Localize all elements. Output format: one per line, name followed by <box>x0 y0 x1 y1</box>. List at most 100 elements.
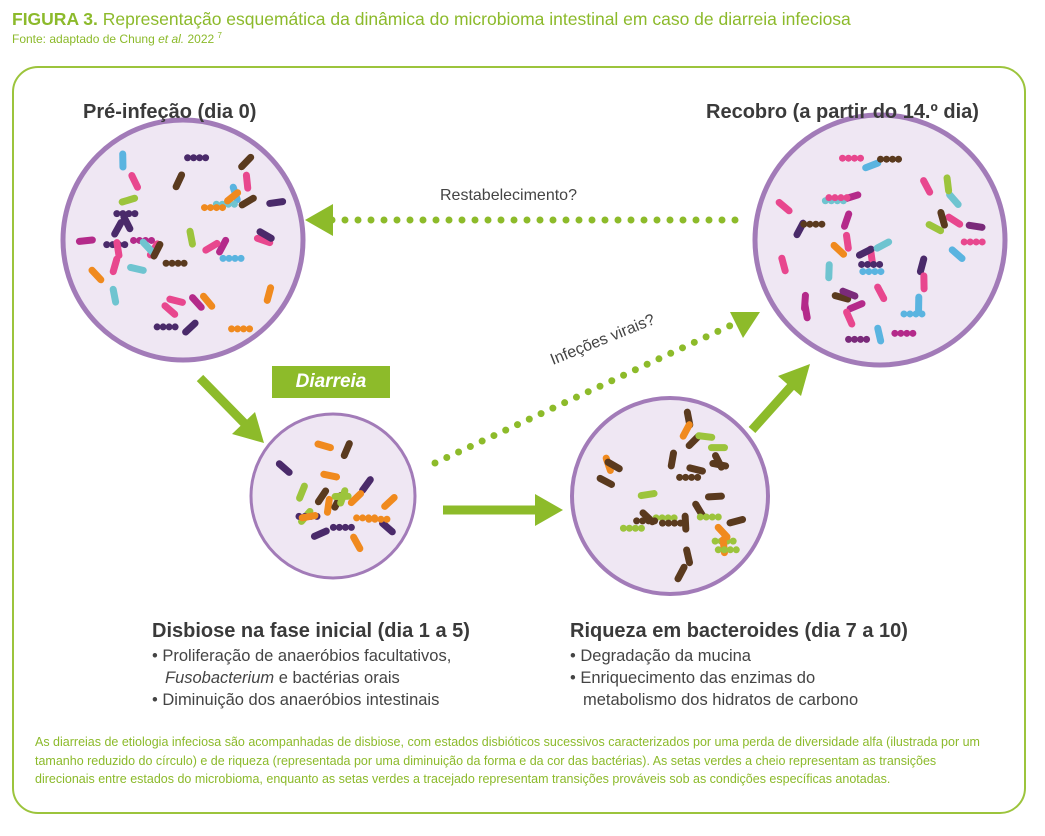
coccus-bacterium <box>900 310 908 318</box>
rod-bacterium <box>874 324 885 345</box>
coccus-bacterium <box>341 523 349 531</box>
rod-bacterium <box>298 512 319 522</box>
coccus-bacterium <box>676 519 684 527</box>
figure-label: FIGURA 3. <box>12 9 98 29</box>
coccus-bacterium <box>113 210 121 218</box>
coccus-bacterium <box>845 154 853 162</box>
figure-source: Fonte: adaptado de Chung et al. 2022 7 <box>12 31 222 46</box>
coccus-bacterium <box>184 154 192 162</box>
coccus-bacterium <box>159 323 167 331</box>
rod-bacterium <box>707 444 728 452</box>
coccus-bacterium <box>103 241 111 249</box>
pre-infection-circle <box>60 117 306 363</box>
rod-bacterium <box>128 172 142 191</box>
rod-bacterium <box>674 563 688 583</box>
coccus-bacterium <box>335 523 343 531</box>
coccus-bacterium <box>637 524 645 532</box>
rod-bacterium <box>948 246 966 262</box>
coccus-bacterium <box>978 238 986 246</box>
coccus-bacterium <box>148 236 156 244</box>
coccus-bacterium <box>909 329 917 337</box>
bacteroides-circle <box>570 396 770 596</box>
rod-bacterium <box>359 476 374 494</box>
coccus-bacterium <box>714 513 722 521</box>
coccus-bacterium <box>688 473 696 481</box>
rod-bacterium <box>679 421 693 440</box>
rod-bacterium <box>238 194 257 209</box>
rod-bacterium <box>873 238 893 252</box>
coccus-bacterium <box>225 254 233 262</box>
pre-infection-title: Pré-infeção (dia 0) <box>83 101 257 123</box>
coccus-bacterium <box>696 513 704 521</box>
bullet-cont: metabolismo dos hidratos de carbono <box>583 691 859 709</box>
coccus-bacterium <box>682 473 690 481</box>
viral-arrowhead <box>730 312 760 338</box>
coccus-bacterium <box>347 523 355 531</box>
rod-bacterium <box>831 292 852 303</box>
rod-bacterium <box>830 241 848 258</box>
coccus-bacterium <box>165 323 173 331</box>
coccus-bacterium <box>383 515 391 523</box>
coccus-bacterium <box>818 220 826 228</box>
rod-bacterium <box>340 440 353 460</box>
coccus-bacterium <box>812 220 820 228</box>
coccus-bacterium <box>720 546 728 554</box>
rod-bacterium <box>637 490 658 500</box>
bacteroides-bullets: • Degradação da mucina • Enriquecimento … <box>570 645 858 711</box>
coccus-bacterium <box>664 519 672 527</box>
coccus-bacterium <box>732 546 740 554</box>
coccus-bacterium <box>353 514 361 522</box>
rod-bacterium <box>189 294 205 311</box>
rod-bacterium <box>314 440 334 452</box>
coccus-bacterium <box>708 513 716 521</box>
coccus-bacterium <box>871 268 879 276</box>
coccus-bacterium <box>246 325 254 333</box>
rod-bacterium <box>965 221 986 231</box>
coccus-bacterium <box>729 537 737 545</box>
source-ref: 7 <box>217 31 222 40</box>
coccus-bacterium <box>202 154 210 162</box>
rod-bacterium <box>379 519 396 536</box>
rod-bacterium <box>686 464 706 475</box>
coccus-bacterium <box>201 204 209 212</box>
coccus-bacterium <box>359 514 367 522</box>
coccus-bacterium <box>377 515 385 523</box>
viral-dotted-arrow <box>431 318 742 467</box>
coccus-bacterium <box>711 537 719 545</box>
coccus-bacterium <box>889 155 897 163</box>
rod-bacterium <box>937 209 948 229</box>
coccus-bacterium <box>906 310 914 318</box>
coccus-bacterium <box>800 220 808 228</box>
rod-bacterium <box>778 254 789 275</box>
rod-bacterium <box>296 482 308 502</box>
diarrhea-arrowhead <box>232 412 264 443</box>
coccus-bacterium <box>633 517 641 525</box>
coccus-bacterium <box>174 259 182 267</box>
rod-bacterium <box>238 153 255 171</box>
coccus-bacterium <box>131 210 139 218</box>
diarrhea-arrow <box>196 374 252 431</box>
coccus-bacterium <box>864 260 872 268</box>
coccus-bacterium <box>645 517 653 525</box>
rod-bacterium <box>323 495 333 516</box>
rod-bacterium <box>801 301 811 322</box>
rod-bacterium <box>726 516 747 527</box>
rod-bacterium <box>109 285 120 306</box>
bacteroides-title: Riqueza em bacteroides (dia 7 a 10) <box>570 620 908 642</box>
rod-bacterium <box>683 546 694 567</box>
rod-bacterium <box>381 494 398 510</box>
figure-title: FIGURA 3. Representação esquemática da d… <box>12 9 851 30</box>
rod-bacterium <box>920 177 934 196</box>
rod-bacterium <box>704 492 725 501</box>
rod-bacterium <box>846 300 866 313</box>
rod-bacterium <box>113 239 123 259</box>
rod-bacterium <box>943 174 953 195</box>
coccus-bacterium <box>658 519 666 527</box>
bacteria-illustrations <box>75 150 986 583</box>
coccus-bacterium <box>234 325 242 333</box>
rod-bacterium <box>150 240 164 260</box>
rod-bacterium <box>320 470 341 481</box>
coccus-bacterium <box>171 323 179 331</box>
coccus-bacterium <box>329 523 337 531</box>
rod-bacterium <box>337 487 349 507</box>
